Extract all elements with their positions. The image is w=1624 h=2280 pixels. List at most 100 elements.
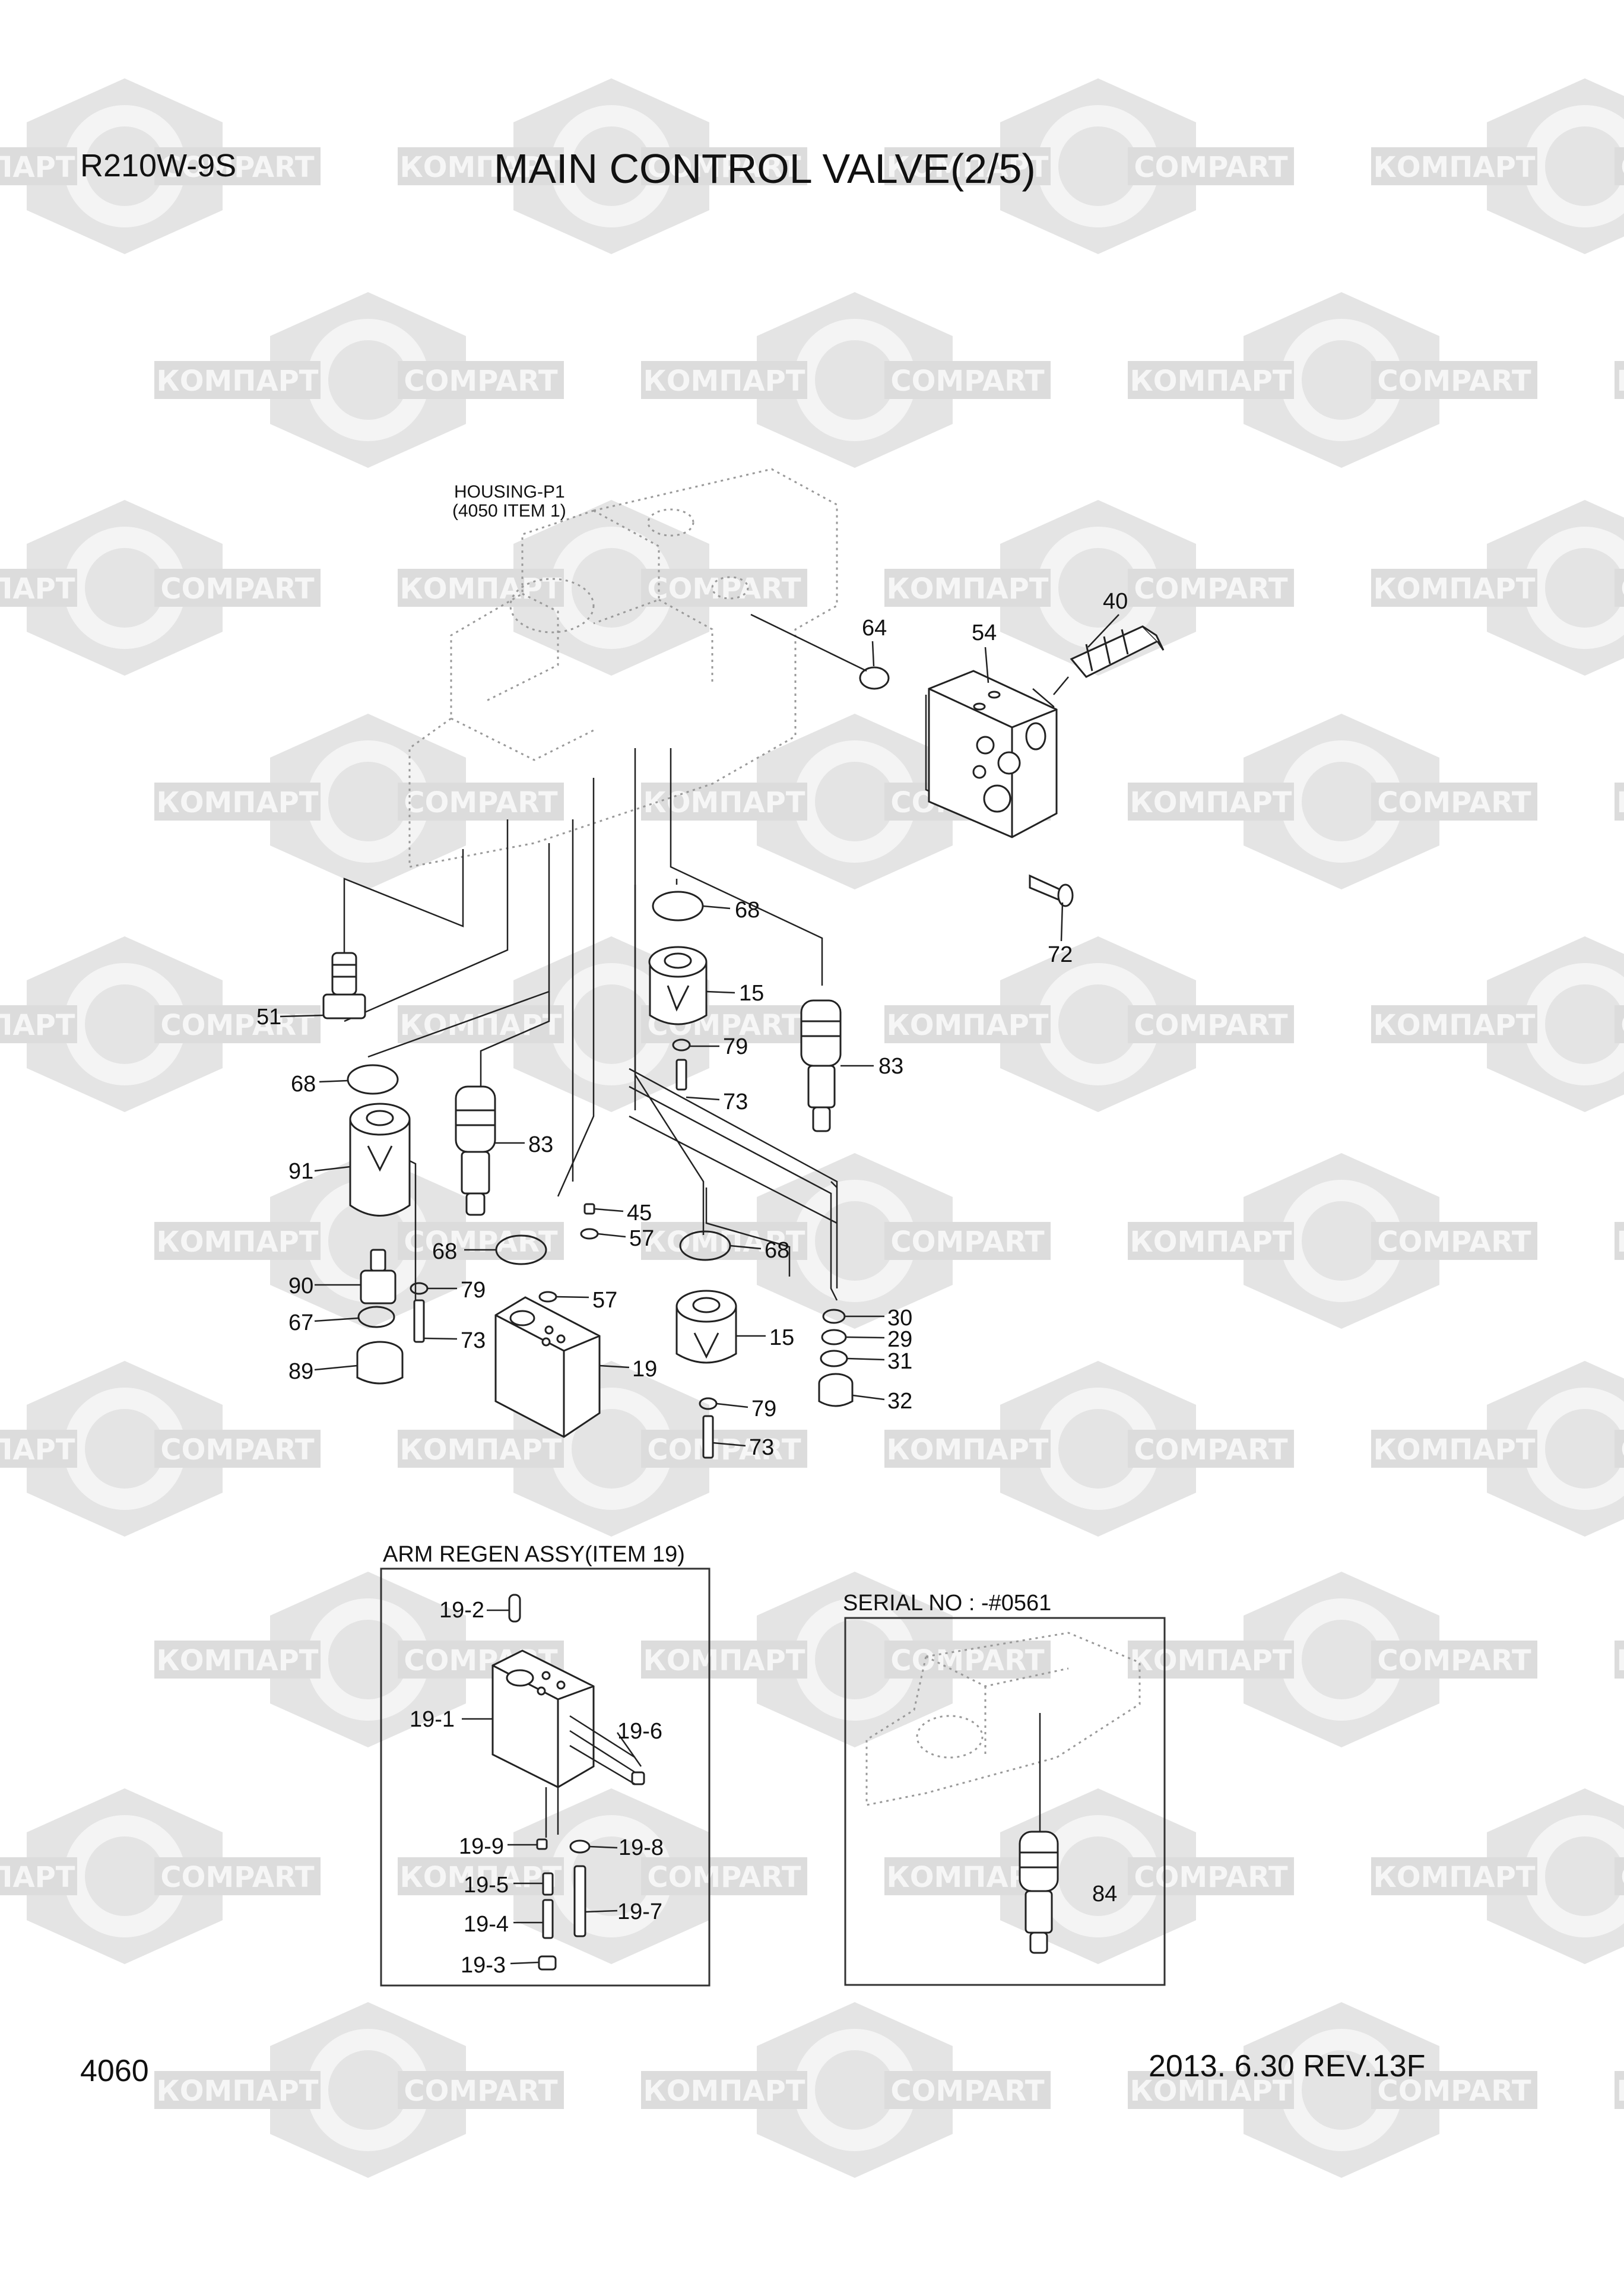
watermark-tile: КОМПАРТ COMPART — [398, 1361, 807, 1537]
svg-text:COMPART: COMPART — [1134, 1009, 1288, 1042]
svg-text:COMPART: COMPART — [404, 2075, 558, 2108]
part-19-5-spring — [542, 1872, 554, 1896]
part-30-29-31-seals — [820, 1309, 848, 1367]
callout-19: 19 — [632, 1357, 657, 1382]
svg-text:COMPART: COMPART — [1134, 151, 1288, 184]
svg-text:КОМПАРТ: КОМПАРТ — [1130, 1226, 1292, 1259]
svg-text:COMPART: COMPART — [1377, 2075, 1531, 2108]
callout-79-lower: 79 — [751, 1396, 776, 1421]
svg-text:COMPART: COMPART — [647, 1861, 801, 1894]
callout-54: 54 — [972, 620, 997, 645]
svg-text:КОМПАРТ: КОМПАРТ — [886, 1433, 1048, 1467]
inset-arm-regen-assy: ARM REGEN ASSY(ITEM 19) — [380, 1542, 710, 1987]
svg-text:КОМПАРТ: КОМПАРТ — [156, 1644, 318, 1677]
watermark-tile: КОМПАРТ COMPART — [154, 714, 564, 889]
callout-19-8: 19-8 — [618, 1835, 664, 1860]
callout-57-upper: 57 — [629, 1226, 654, 1251]
callout-67: 67 — [288, 1310, 313, 1335]
svg-text:КОМПАРТ: КОМПАРТ — [0, 572, 75, 606]
part-19-3-plug — [538, 1955, 557, 1971]
inset-serial-no: SERIAL NO : -#0561 84 — [843, 1591, 1166, 1986]
callout-68-middle: 68 — [432, 1239, 457, 1264]
inset-serial-frame — [844, 1617, 1166, 1986]
callout-90: 90 — [288, 1274, 313, 1299]
svg-text:КОМПАРТ: КОМПАРТ — [1616, 1226, 1624, 1259]
svg-text:COMPART: COMPART — [647, 1433, 801, 1467]
callout-19-5: 19-5 — [464, 1873, 509, 1898]
svg-text:КОМПАРТ: КОМПАРТ — [399, 151, 562, 184]
callout-labels: 40 64 54 72 68 15 79 73 83 51 68 91 83 9… — [256, 589, 1128, 1460]
watermark-tile: КОМПАРТ COMPART — [641, 2002, 1051, 2178]
svg-text:COMPART: COMPART — [1377, 1226, 1531, 1259]
svg-text:КОМПАРТ: КОМПАРТ — [1616, 1644, 1624, 1677]
part-45-57-small-rings — [538, 1203, 599, 1303]
part-19-2-pin — [508, 1594, 521, 1623]
watermark-tile: КОМПАРТ COMPART — [1128, 1153, 1537, 1329]
part-15-cover-lower — [675, 1290, 737, 1364]
part-91-housing — [349, 1103, 411, 1217]
callout-19-4: 19-4 — [464, 1912, 509, 1937]
inset-serial-caption: SERIAL NO : -#0561 — [843, 1591, 1051, 1616]
housing-p1-ghost — [408, 468, 838, 868]
part-83-valve-left — [455, 1085, 496, 1216]
callout-68-upper: 68 — [735, 898, 760, 923]
svg-text:КОМПАРТ: КОМПАРТ — [156, 1226, 318, 1259]
part-19-8-washer — [569, 1839, 591, 1854]
svg-text:КОМПАРТ: КОМПАРТ — [156, 365, 318, 398]
svg-text:КОМПАРТ: КОМПАРТ — [1373, 1433, 1535, 1467]
svg-text:КОМПАРТ: КОМПАРТ — [399, 1433, 562, 1467]
watermark-tile: КОМПАРТ COMPART — [0, 1361, 321, 1537]
svg-text:COMPART: COMPART — [160, 1433, 315, 1467]
callout-30: 30 — [887, 1306, 912, 1331]
inset-regen-frame — [380, 1568, 710, 1987]
inset-serial-housing-ghost — [865, 1632, 1141, 1806]
svg-text:COMPART: COMPART — [404, 786, 558, 819]
svg-text:COMPART: COMPART — [1377, 786, 1531, 819]
callout-45: 45 — [627, 1201, 652, 1226]
callout-83-right: 83 — [878, 1054, 903, 1079]
svg-text:КОМПАРТ: КОМПАРТ — [1373, 572, 1535, 606]
callout-73-upper: 73 — [723, 1090, 748, 1114]
callout-19-3: 19-3 — [461, 1953, 506, 1978]
part-19-9-ball — [536, 1838, 548, 1850]
part-19-arm-regen-block — [494, 1296, 601, 1438]
svg-text:COMPART: COMPART — [647, 572, 801, 606]
part-89-plug — [356, 1341, 404, 1385]
svg-text:COMPART: COMPART — [890, 2075, 1045, 2108]
svg-text:КОМПАРТ: КОМПАРТ — [1616, 365, 1624, 398]
housing-ref-line1: HOUSING-P1 — [454, 482, 565, 502]
svg-text:КОМПАРТ: КОМПАРТ — [156, 786, 318, 819]
callout-32: 32 — [887, 1389, 912, 1414]
callout-19-7: 19-7 — [617, 1899, 662, 1924]
svg-text:КОМПАРТ: КОМПАРТ — [0, 1433, 75, 1467]
part-73-bolts — [413, 1059, 714, 1459]
svg-text:COMPART: COMPART — [890, 1226, 1045, 1259]
callout-40: 40 — [1103, 589, 1128, 614]
watermark-tile: КОМПАРТ COMPART — [1371, 1361, 1624, 1537]
svg-text:COMPART: COMPART — [160, 1009, 315, 1042]
regen-parts — [491, 1594, 645, 1971]
svg-text:КОМПАРТ: КОМПАРТ — [1130, 2075, 1292, 2108]
part-90-spool — [360, 1249, 397, 1304]
svg-text:КОМПАРТ: КОМПАРТ — [1616, 2075, 1624, 2108]
callout-19-1: 19-1 — [410, 1707, 455, 1732]
svg-text:КОМПАРТ: КОМПАРТ — [1616, 786, 1624, 819]
callout-79-left: 79 — [461, 1278, 486, 1303]
svg-text:COMPART: COMPART — [404, 1226, 558, 1259]
callout-19-2: 19-2 — [439, 1598, 484, 1623]
svg-text:КОМПАРТ: КОМПАРТ — [1373, 151, 1535, 184]
svg-text:COMPART: COMPART — [1620, 1433, 1624, 1467]
housing-ref-line2: (4050 ITEM 1) — [452, 501, 566, 521]
svg-text:COMPART: COMPART — [1620, 151, 1624, 184]
callout-91: 91 — [288, 1159, 313, 1184]
part-67-o-ring — [357, 1306, 395, 1328]
svg-text:COMPART: COMPART — [647, 151, 801, 184]
callout-19-6: 19-6 — [617, 1719, 662, 1744]
part-54-valve-block — [928, 670, 1058, 838]
svg-text:КОМПАРТ: КОМПАРТ — [643, 2075, 805, 2108]
